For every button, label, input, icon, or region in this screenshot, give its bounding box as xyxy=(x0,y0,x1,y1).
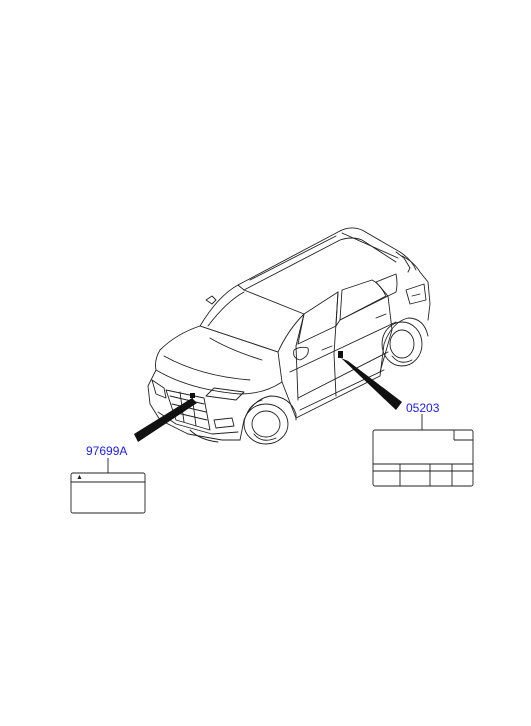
leader-wedges xyxy=(134,358,402,442)
suv-illustration xyxy=(147,227,431,445)
leader-wedge-97699a xyxy=(134,398,197,442)
part-number-05203[interactable]: 05203 xyxy=(406,401,440,415)
label-spot-door xyxy=(338,351,343,358)
leader-wedge-05203 xyxy=(341,358,402,410)
label-drawing-97699a xyxy=(70,472,146,514)
label-drawing-05203 xyxy=(372,429,474,487)
part-number-97699a[interactable]: 97699A xyxy=(86,444,128,458)
leader-lines xyxy=(107,414,423,473)
label-spot-front xyxy=(190,393,195,398)
warning-triangle-icon: ▲ xyxy=(76,474,83,481)
